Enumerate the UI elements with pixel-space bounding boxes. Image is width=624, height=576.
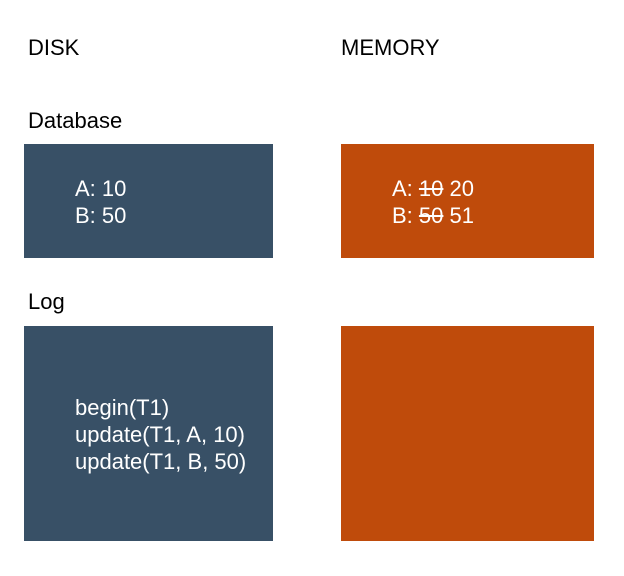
disk-database-values: A: 10 B: 50 bbox=[75, 175, 126, 229]
disk-log-entry: begin(T1) bbox=[75, 395, 170, 420]
disk-database-box: A: 10 B: 50 bbox=[24, 144, 273, 258]
memory-b-label: B: bbox=[392, 203, 413, 228]
database-section-label: Database bbox=[28, 108, 123, 133]
memory-database-values: A: 10 20 B: 50 51 bbox=[392, 175, 474, 229]
log-section-label: Log bbox=[28, 289, 65, 314]
memory-database-line-a: A: 10 20 bbox=[392, 175, 474, 202]
disk-log-entry: update(T1, B, 50) bbox=[75, 449, 247, 474]
memory-b-old-value: 50 bbox=[418, 203, 444, 228]
memory-database-box: A: 10 20 B: 50 51 bbox=[341, 144, 594, 258]
memory-header: MEMORY bbox=[341, 35, 440, 60]
memory-a-new-value: 20 bbox=[449, 176, 475, 201]
memory-b-new-value: 51 bbox=[449, 203, 475, 228]
memory-a-label: A: bbox=[392, 176, 413, 201]
disk-database-line-a: A: 10 bbox=[75, 176, 127, 201]
disk-log-box: begin(T1) update(T1, A, 10) update(T1, B… bbox=[24, 326, 273, 541]
memory-database-line-b: B: 50 51 bbox=[392, 202, 474, 229]
disk-database-line-b: B: 50 bbox=[75, 203, 127, 228]
disk-log-entries: begin(T1) update(T1, A, 10) update(T1, B… bbox=[75, 394, 246, 475]
disk-log-entry: update(T1, A, 10) bbox=[75, 422, 245, 447]
memory-a-old-value: 10 bbox=[418, 176, 444, 201]
disk-header: DISK bbox=[28, 35, 80, 60]
memory-log-box bbox=[341, 326, 594, 541]
